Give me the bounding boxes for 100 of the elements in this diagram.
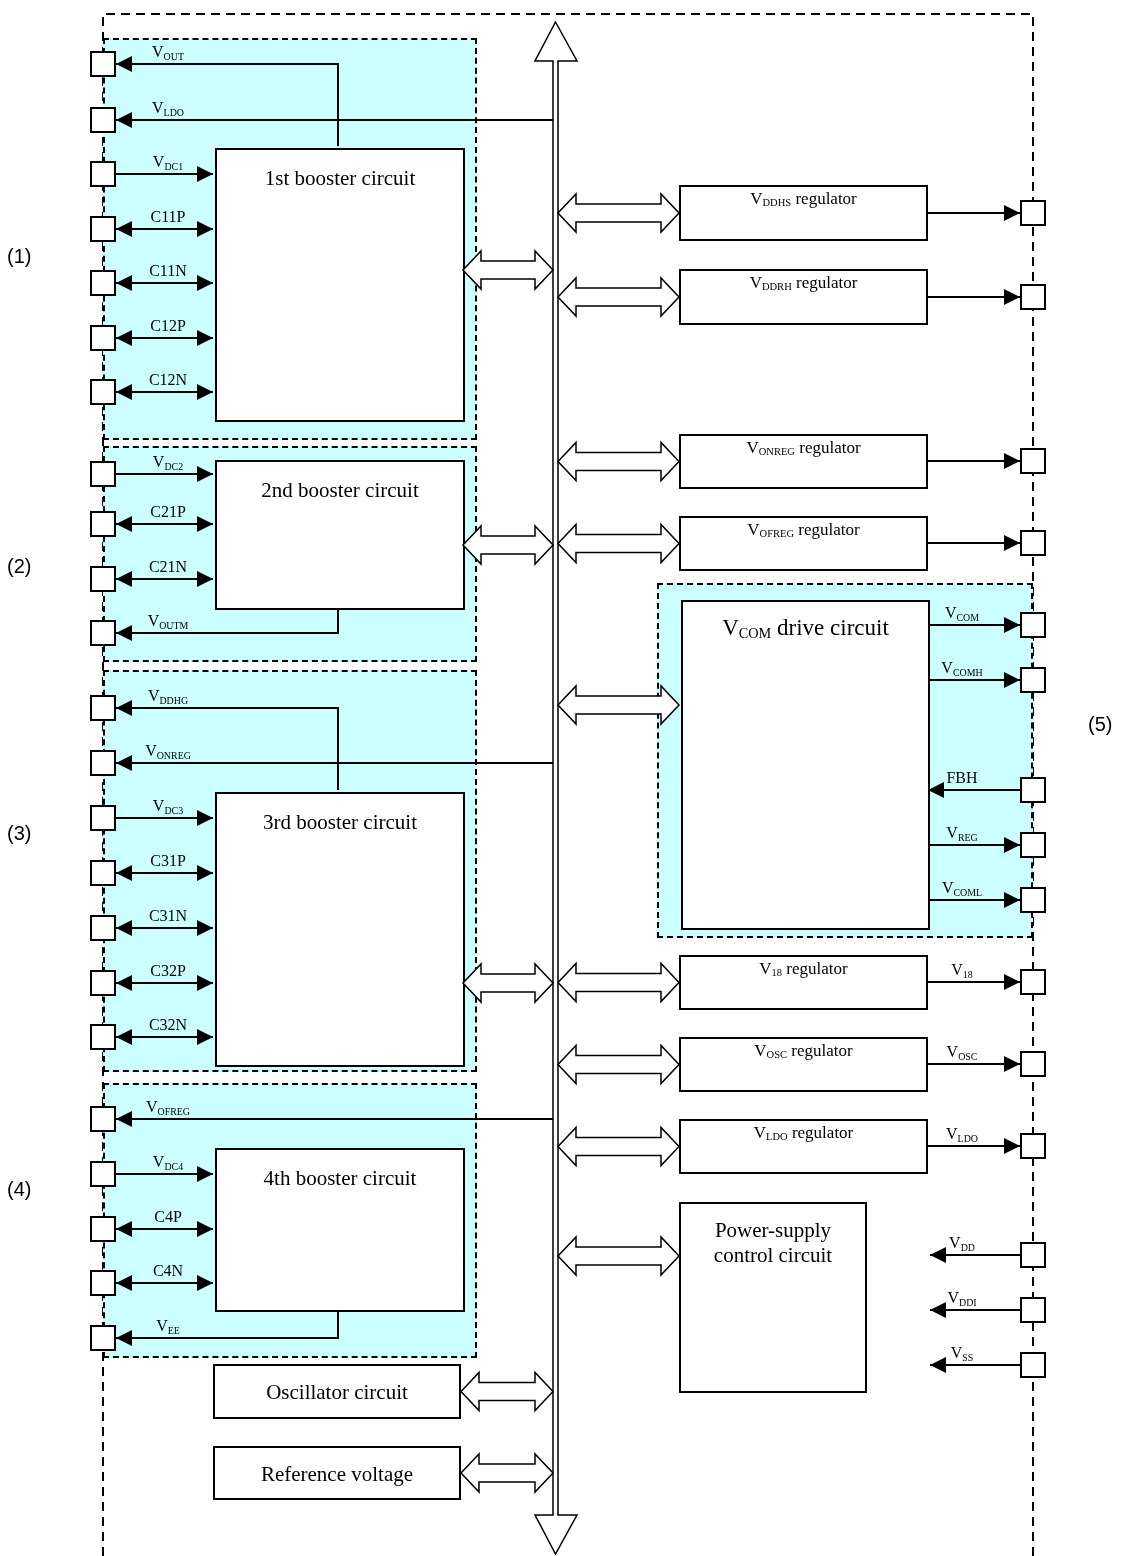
terminal-pad	[1020, 969, 1046, 995]
circuit-block	[679, 185, 928, 241]
terminal-pad	[90, 379, 116, 405]
terminal-pad	[90, 1106, 116, 1132]
bus-connector-arrow	[459, 1452, 555, 1494]
terminal-pad	[1020, 1297, 1046, 1323]
signal-label: C32P	[150, 962, 186, 980]
signal-arrow	[115, 275, 214, 291]
terminal-pad	[90, 461, 116, 487]
terminal-pad	[90, 1270, 116, 1296]
signal-arrow	[115, 384, 214, 400]
signal-arrow	[115, 607, 339, 641]
block-title: V$_{DDHS}$ regulator	[749, 188, 858, 210]
signal-arrow	[115, 865, 214, 881]
terminal-pad	[1020, 1051, 1046, 1077]
terminal-pad	[90, 270, 116, 296]
terminal-pad	[90, 1161, 116, 1187]
signal-arrow	[115, 755, 554, 771]
terminal-pad	[90, 1024, 116, 1050]
terminal-pad	[1020, 612, 1046, 638]
signal-arrow	[115, 516, 214, 532]
signal-label: V$_{COML}$	[941, 879, 983, 897]
signal-arrow	[115, 466, 214, 482]
signal-arrow	[115, 112, 554, 128]
terminal-pad	[90, 620, 116, 646]
circuit-block	[213, 1446, 461, 1500]
terminal-pad	[90, 1216, 116, 1242]
signal-label: FBH	[946, 769, 978, 787]
signal-label: V$_{DC3}$	[152, 797, 184, 815]
signal-arrow	[115, 571, 214, 587]
circuit-block	[679, 1202, 867, 1393]
terminal-pad	[1020, 284, 1046, 310]
signal-arrow	[927, 453, 1021, 469]
bus-connector-arrow	[556, 684, 681, 726]
signal-label: C11N	[149, 262, 187, 280]
signal-label: V$_{OUT}$	[152, 43, 184, 61]
signal-label: V$_{DC2}$	[152, 453, 184, 471]
signal-label: V$_{DC1}$	[152, 153, 184, 171]
signal-label: V$_{EE}$	[156, 1317, 180, 1335]
block-title: Oscillator circuit	[265, 1379, 409, 1406]
bus-connector-arrow	[556, 1125, 681, 1168]
bus-double-arrow	[534, 21, 578, 1555]
signal-arrow	[115, 1111, 554, 1127]
circuit-block	[215, 792, 465, 1067]
signal-arrow	[929, 1302, 1021, 1318]
block-title: 3rd booster circuit	[262, 809, 418, 836]
signal-arrow	[115, 920, 214, 936]
signal-arrow	[115, 700, 339, 791]
circuit-block	[679, 955, 928, 1010]
terminal-pad	[1020, 667, 1046, 693]
signal-arrow	[115, 1221, 214, 1237]
terminal-pad	[90, 325, 116, 351]
terminal-pad	[90, 750, 116, 776]
signal-label: C12N	[148, 371, 188, 389]
terminal-pad	[1020, 1242, 1046, 1268]
block-title: V$_{OSC}$ regulator	[753, 1040, 854, 1062]
signal-arrow	[927, 1056, 1021, 1072]
block-title: V$_{COM}$ drive circuit	[721, 614, 890, 642]
bus-connector-arrow	[556, 961, 681, 1004]
signal-arrow	[927, 782, 1021, 798]
circuit-block	[213, 1364, 461, 1419]
terminal-pad	[90, 566, 116, 592]
signal-label: V$_{OSC}$	[946, 1043, 978, 1061]
signal-label: V$_{COMH}$	[941, 659, 983, 677]
signal-label: V$_{ONREG}$	[145, 742, 191, 760]
signal-label: C21P	[150, 503, 186, 521]
terminal-pad	[1020, 1133, 1046, 1159]
signal-label: V$_{DD}$	[949, 1234, 975, 1252]
circuit-block	[215, 1148, 465, 1312]
bus-connector-arrow	[556, 440, 681, 483]
signal-arrow	[927, 974, 1021, 990]
signal-arrow	[927, 1138, 1021, 1154]
terminal-pad	[90, 970, 116, 996]
signal-arrow	[927, 289, 1021, 305]
signal-label: V$_{LDO}$	[152, 99, 184, 117]
bus-connector-arrow	[556, 1235, 681, 1277]
bus-connector-arrow	[461, 962, 555, 1004]
group-number: (2)	[7, 555, 32, 578]
circuit-block	[681, 600, 930, 930]
signal-arrow	[115, 221, 214, 237]
signal-arrow	[929, 1247, 1021, 1263]
block-title: Power-supply control circuit	[712, 1217, 834, 1269]
bus-connector-arrow	[461, 249, 555, 291]
terminal-pad	[90, 107, 116, 133]
signal-arrow	[115, 1029, 214, 1045]
block-title: 4th booster circuit	[262, 1165, 418, 1192]
signal-label: V$_{COM}$	[944, 604, 980, 622]
group-number: (5)	[1088, 713, 1113, 736]
group-number: (4)	[7, 1178, 32, 1201]
block-title: 1st booster circuit	[263, 165, 417, 192]
terminal-pad	[90, 1325, 116, 1351]
bus-connector-arrow	[459, 1370, 555, 1413]
terminal-pad	[90, 915, 116, 941]
bus-connector-arrow	[556, 276, 681, 318]
circuit-block	[215, 148, 465, 422]
block-title: 2nd booster circuit	[260, 477, 420, 504]
terminal-pad	[90, 860, 116, 886]
group-number: (3)	[7, 822, 32, 845]
circuit-block	[679, 269, 928, 325]
signal-arrow	[929, 1357, 1021, 1373]
